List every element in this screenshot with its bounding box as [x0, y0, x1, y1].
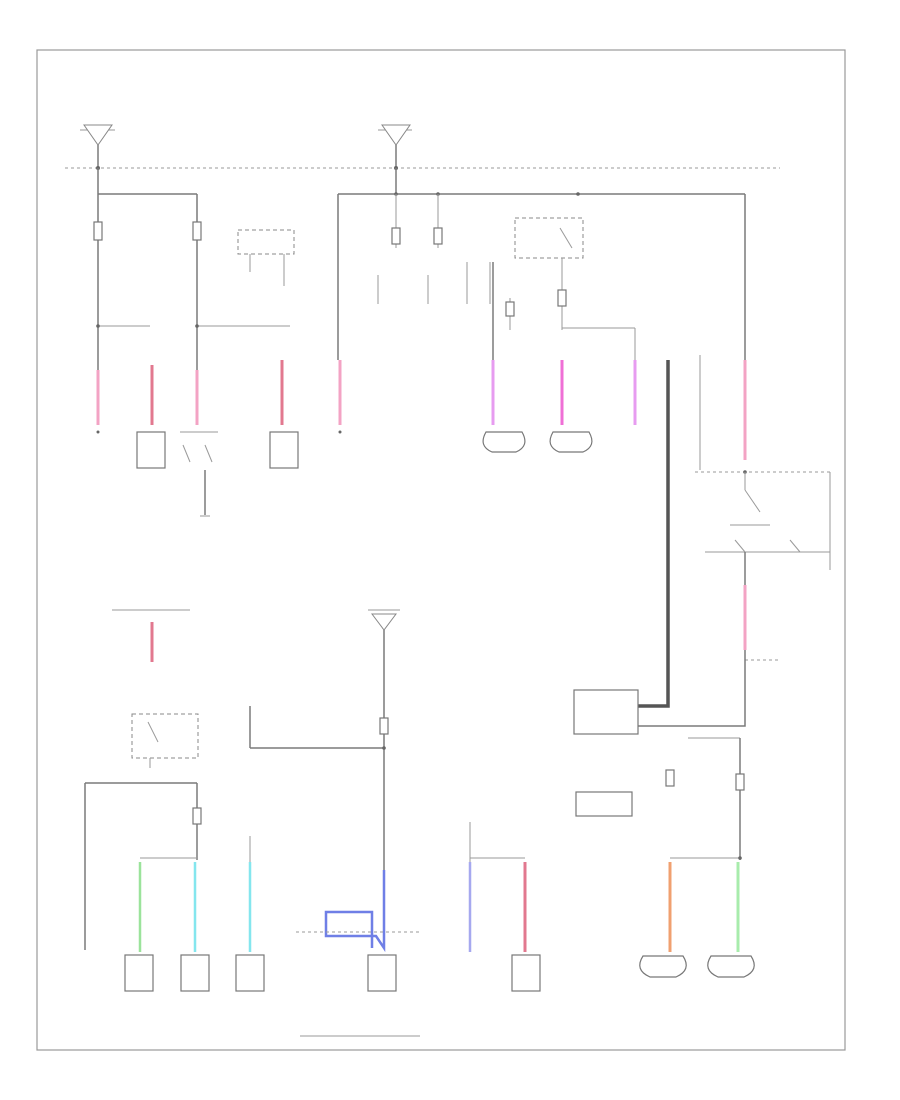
load-module-e [235, 954, 265, 992]
power-source-right [378, 124, 412, 168]
load-module-c [124, 954, 154, 992]
switch-assembly-left [180, 431, 218, 517]
lamp-left [482, 431, 526, 453]
load-module-d [180, 954, 210, 992]
control-module-right [573, 689, 639, 735]
power-source-left [80, 124, 115, 168]
relay-lower-left [131, 713, 199, 768]
lamp-right [549, 431, 593, 453]
lamp-lower-left [639, 955, 687, 978]
load-module-f [367, 954, 397, 992]
load-module-b [269, 431, 299, 469]
relay-top-right [514, 217, 636, 360]
module-box-lower-right [575, 791, 633, 817]
wire-dark-main [638, 360, 670, 708]
lower-right-bus [665, 737, 745, 860]
power-source-lower-center [249, 609, 400, 930]
center-bus [337, 168, 746, 360]
switch-bank-center [377, 262, 515, 360]
wire-blue-1 [324, 870, 386, 953]
lamp-lower-right [707, 955, 755, 978]
left-bus [93, 168, 290, 370]
switch-multiposition-right [695, 470, 831, 585]
load-module-a [136, 431, 166, 469]
power-source-lower-left [112, 609, 190, 662]
load-module-g [511, 954, 541, 992]
lower-left-bus [84, 782, 251, 950]
diagram-border [36, 49, 846, 1051]
relay-top-left [237, 229, 295, 286]
